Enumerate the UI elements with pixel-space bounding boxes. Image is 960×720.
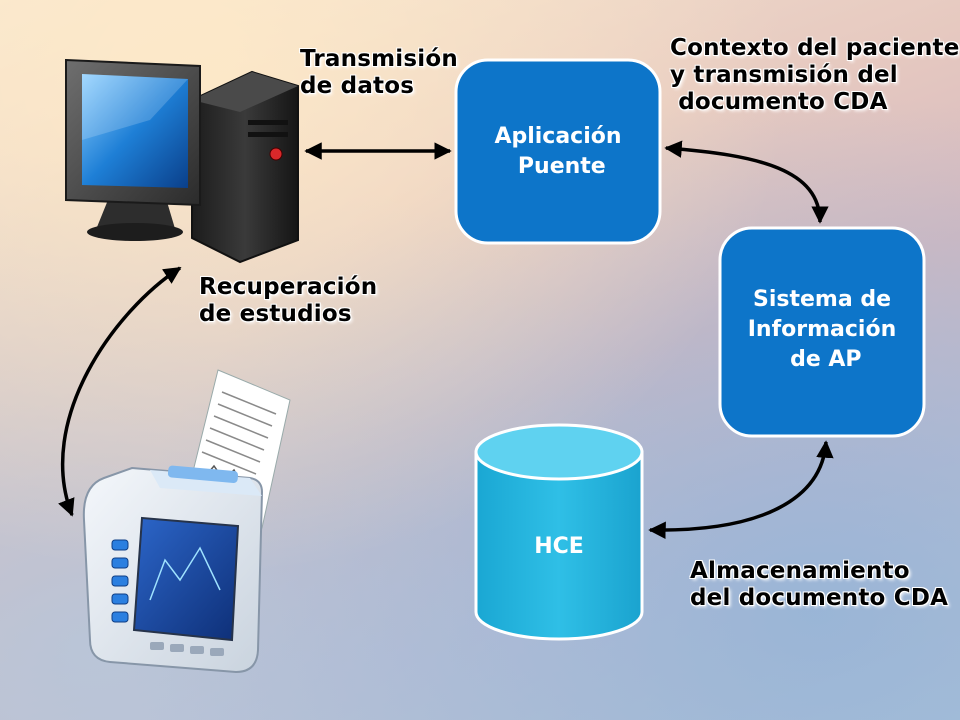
cda-storage-label: Almacenamiento del documento CDA: [690, 558, 949, 611]
info-system-label: Sistema de Información de AP: [747, 287, 897, 372]
hce-label: HCE: [534, 534, 584, 559]
data-transmission-label: Transmisión de datos: [300, 46, 458, 99]
info-system-box: [718, 226, 926, 438]
desktop-computer-icon: [65, 58, 299, 264]
patient-context-label: Contexto del paciente y transmisión del …: [670, 35, 960, 115]
hce-database: [474, 423, 644, 641]
bridge-app-label: Aplicación Puente: [494, 124, 622, 179]
spirometer-device-icon: [82, 369, 291, 674]
arrow-bridge-infosystem: [664, 140, 829, 224]
study-retrieval-label: Recuperación de estudios: [199, 274, 378, 327]
bridge-app-box: [454, 58, 662, 245]
arrow-infosystem-hce: [648, 440, 834, 540]
arrow-computer-device: [58, 266, 182, 517]
